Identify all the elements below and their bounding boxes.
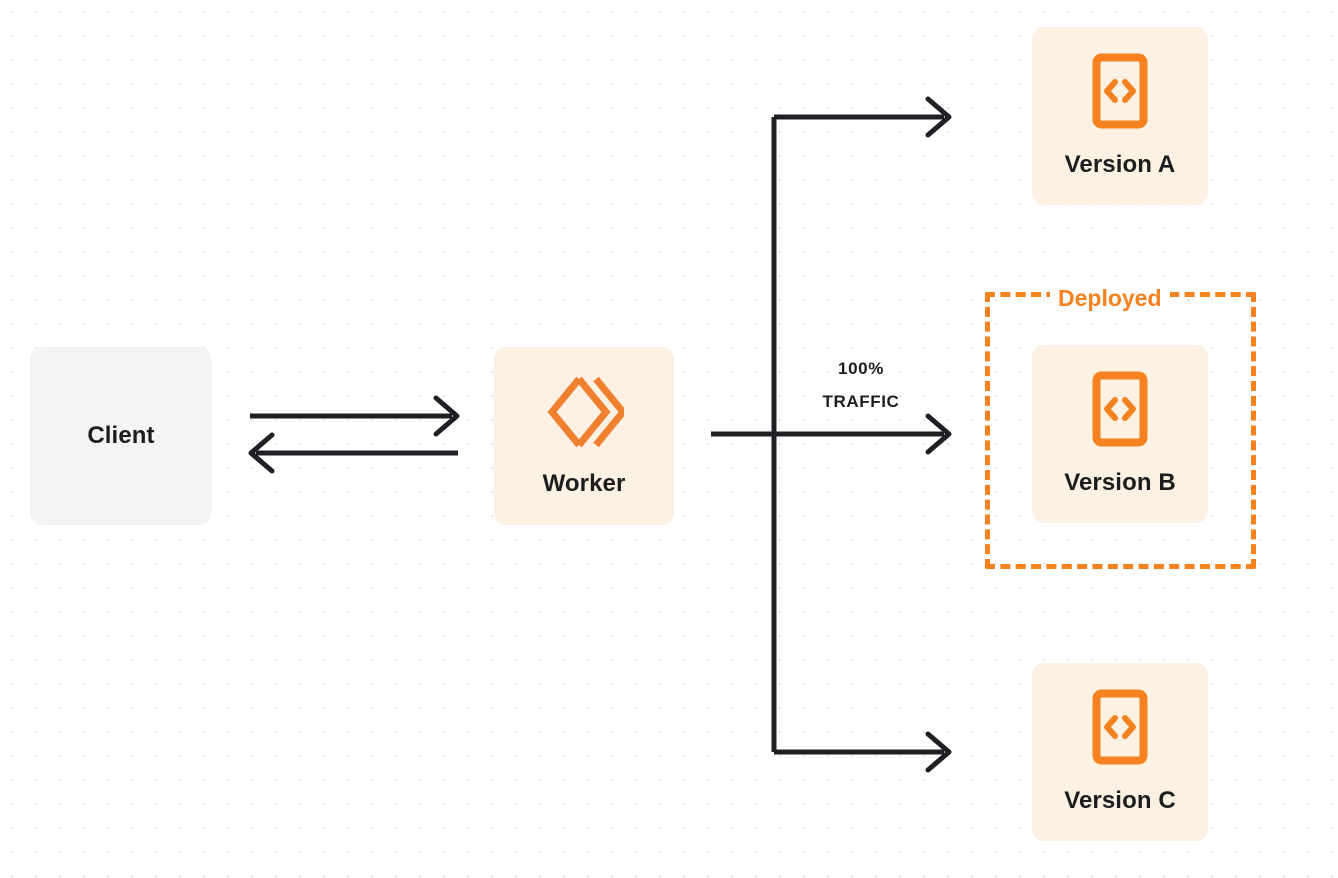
version-c-node[interactable]: Version C (1032, 663, 1208, 841)
edge-client-to-worker (250, 395, 460, 437)
code-document-icon (1092, 689, 1148, 765)
edge-worker-to-version-a (774, 96, 952, 138)
version-a-label: Version A (1064, 151, 1176, 178)
edge-worker-to-version-b (925, 413, 952, 455)
deployed-group-label: Deployed (1050, 285, 1170, 311)
version-b-label: Version B (1064, 469, 1176, 496)
code-document-icon (1092, 53, 1148, 129)
edge-worker-to-version-c (774, 731, 952, 773)
cloudflare-workers-logo-icon (544, 374, 624, 450)
edge-worker-to-client (248, 432, 458, 474)
traffic-word: TRAFFIC (822, 392, 900, 411)
client-node[interactable]: Client (30, 347, 212, 525)
worker-label: Worker (542, 470, 626, 497)
edge-worker-trunk (711, 117, 944, 752)
worker-node[interactable]: Worker (494, 347, 674, 525)
traffic-label: 100% TRAFFIC (798, 352, 924, 418)
version-a-node[interactable]: Version A (1032, 27, 1208, 205)
version-b-node[interactable]: Version B (1032, 345, 1208, 523)
code-document-icon (1092, 371, 1148, 447)
client-label: Client (87, 422, 155, 449)
traffic-percent: 100% (838, 359, 884, 378)
version-c-label: Version C (1064, 787, 1176, 814)
